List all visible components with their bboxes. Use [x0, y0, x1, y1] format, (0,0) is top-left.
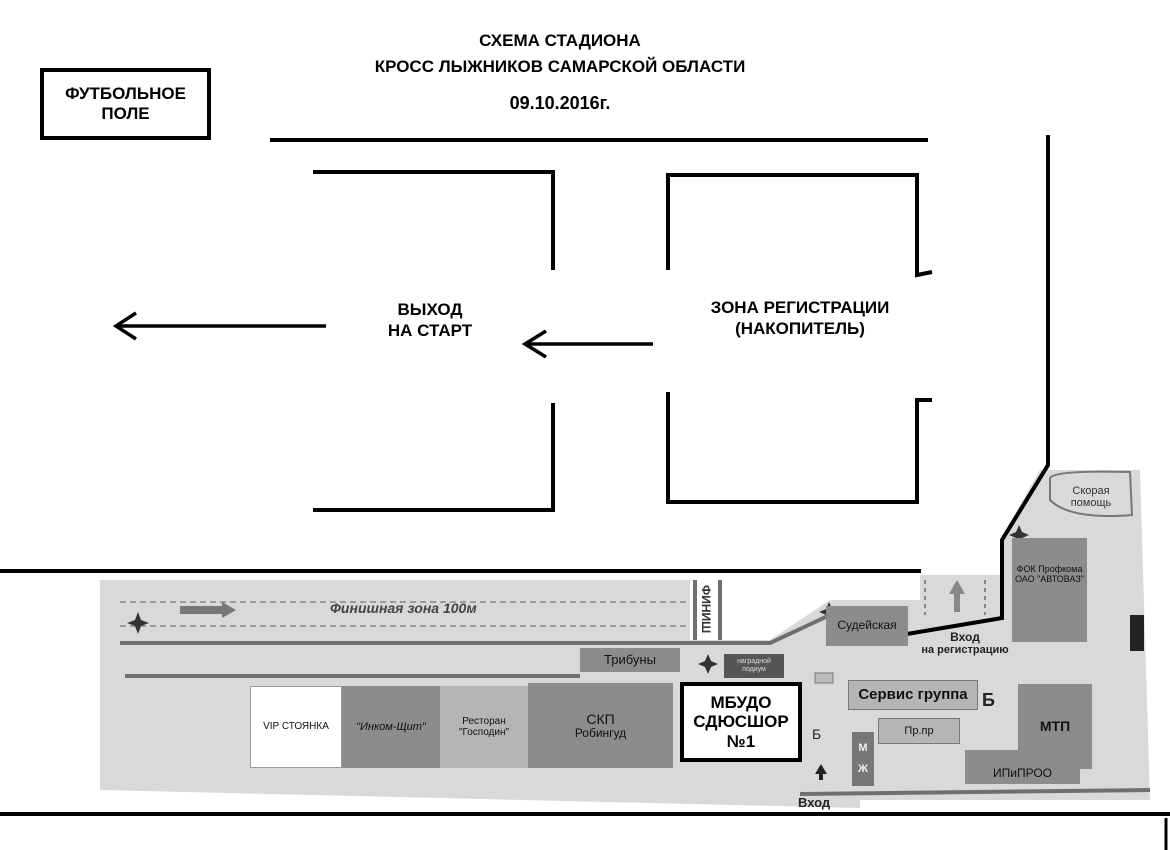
event-date: 09.10.2016г.: [509, 93, 611, 113]
stands-label: Трибуны: [604, 651, 656, 667]
toilet-building: М Ж: [852, 732, 874, 786]
toilet-m-label: М: [858, 742, 868, 755]
finish-label: ФИНИШ: [699, 585, 713, 634]
start-exit-label: ВЫХОД НА СТАРТ: [350, 299, 510, 342]
start-exit-line-1: ВЫХОД: [397, 300, 463, 319]
school-line-1: МБУДО: [710, 692, 772, 712]
service-group-building: Сервис группа: [848, 680, 978, 710]
entry-registration-line-1: Вход: [950, 630, 980, 644]
entry-registration-line-2: на регистрацию: [921, 644, 1009, 656]
vip-label: VIP СТОЯНКА: [263, 721, 329, 733]
podium-label-2: подиум: [742, 666, 766, 673]
judges-building: Судейская: [826, 606, 908, 646]
fok-building: ФОК Профкома ОАО "АВТОВАЗ": [1012, 538, 1087, 642]
skp-label-2: Робингуд: [574, 725, 627, 740]
ipipro-building: ИПиПРОО: [965, 750, 1080, 784]
map-title: СХЕМА СТАДИОНА: [479, 31, 641, 50]
skp-building: СКП Робингуд: [528, 683, 673, 768]
pr-label: Пр.пр: [904, 724, 934, 737]
entry-label: Вход: [798, 795, 831, 810]
football-field-box: ФУТБОЛЬНОЕ ПОЛЕ: [40, 68, 211, 140]
small-dark-block: [1130, 615, 1144, 651]
football-field-label-1: ФУТБОЛЬНОЕ: [65, 84, 186, 104]
registration-zone-label: ЗОНА РЕГИСТРАЦИИ (НАКОПИТЕЛЬ): [670, 297, 930, 340]
vip-parking: VIP СТОЯНКА: [250, 686, 342, 768]
arrow-up-icon: [815, 764, 827, 780]
podium-building: наградной подиум: [724, 654, 784, 678]
service-group-label: Сервис группа: [858, 686, 968, 704]
registration-line-2: (НАКОПИТЕЛЬ): [735, 319, 865, 339]
fok-label-2: ОАО "АВТОВАЗ": [1014, 574, 1085, 585]
small-light-block: [814, 672, 834, 684]
finish-zone-label: Финишная зона 100м: [330, 600, 477, 616]
b-label-1: Б: [812, 726, 822, 742]
pr-building: Пр.пр: [878, 718, 960, 744]
ipipro-label: ИПиПРОО: [993, 766, 1052, 781]
start-exit-line-2: НА СТАРТ: [387, 321, 473, 341]
entry-registration-label: Вход на регистрацию: [910, 630, 1020, 656]
school-line-3: №1: [726, 731, 756, 751]
mtp-label: МТП: [1039, 718, 1071, 735]
ambulance-line-2: помощь: [1070, 497, 1112, 510]
podium-label-1: наградной: [737, 657, 771, 665]
inkom-label: "Инком-Щит": [356, 720, 426, 733]
school-box: МБУДО СДЮСШОР №1: [680, 682, 802, 762]
arrow-up-icon: [949, 580, 965, 612]
ambulance-line-1: Скорая: [1072, 485, 1110, 497]
b-label-2: Б: [982, 690, 995, 710]
finish-zone-band: [120, 601, 690, 627]
restaurant-label-2: "Господин": [458, 727, 510, 738]
stadium-walls: [0, 135, 1170, 850]
football-field-label-2: ПОЛЕ: [101, 104, 150, 123]
stands-building: Трибуны: [580, 648, 680, 672]
plan-roads: [120, 580, 1151, 796]
toilet-zh-label: Ж: [858, 763, 868, 775]
fok-label-1: ФОК Профкома: [1016, 564, 1083, 574]
arrow-left-icon: [112, 311, 326, 341]
inkom-building: "Инком-Щит": [342, 686, 440, 768]
ambulance-label: Скорая помощь: [1050, 485, 1132, 509]
registration-line-1: ЗОНА РЕГИСТРАЦИИ: [710, 298, 890, 317]
restaurant-building: Ресторан "Господин": [440, 686, 528, 768]
event-title: КРОСС ЛЫЖНИКОВ САМАРСКОЙ ОБЛАСТИ: [374, 57, 746, 76]
school-line-2: СДЮСШОР: [693, 712, 789, 732]
skp-label-1: СКП: [586, 710, 615, 727]
arrow-left-icon: [521, 329, 653, 359]
ambulance-zone: [1049, 470, 1134, 517]
restaurant-label-1: Ресторан: [462, 715, 506, 727]
judges-label: Судейская: [837, 618, 897, 633]
